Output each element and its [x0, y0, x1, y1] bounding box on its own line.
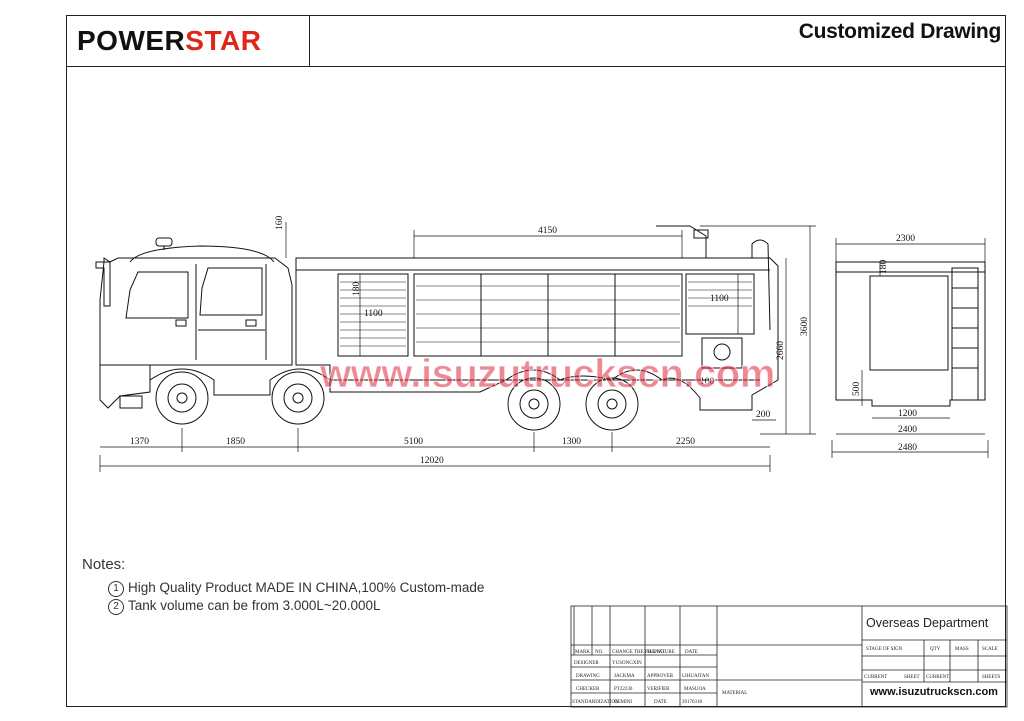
- note-1-text: High Quality Product MADE IN CHINA,100% …: [128, 580, 485, 595]
- tb-designer-name: YUSONGXIN: [612, 661, 642, 666]
- dim-500: 500: [852, 382, 862, 397]
- notes: Notes: 1 High Quality Product MADE IN CHI…: [82, 556, 484, 615]
- dim-3600: 3600: [800, 317, 810, 336]
- page-title: Customized Drawing: [798, 20, 1002, 43]
- mirror: [95, 261, 111, 307]
- cab-roof: [129, 245, 275, 263]
- tb-standard: STANDARDIZATION: [572, 700, 619, 705]
- tb-scale: SCALE: [982, 647, 998, 652]
- wheel-4: [585, 377, 639, 431]
- header-band: POWERSTAR Customized Drawing: [67, 16, 1005, 67]
- tb-material: MATERIAL: [722, 691, 747, 696]
- dim-180-end: 180: [879, 260, 889, 275]
- note-1-number: 1: [108, 581, 124, 597]
- tb-designer: DESIGNER: [574, 661, 599, 666]
- compartment-right: [685, 273, 755, 335]
- wheel-1: [155, 371, 209, 425]
- tb-date-value: 20170318: [682, 700, 703, 705]
- tb-checker: CHECKER: [576, 687, 600, 692]
- drawing-sheet: POWERSTAR Customized Drawing: [66, 15, 1006, 707]
- dim-1200: 1200: [898, 409, 917, 419]
- tb-sheets: SHEETS: [982, 675, 1001, 680]
- note-2-number: 2: [108, 599, 124, 615]
- note-2-text: Tank volume can be from 3.000L~20.000L: [128, 598, 381, 613]
- hand-rail: [751, 239, 771, 331]
- dim-180-left: 180: [352, 282, 362, 297]
- dim-2660: 2660: [776, 341, 786, 360]
- dim-5100: 5100: [404, 437, 423, 447]
- tb-verifier-name: MASUOA: [684, 687, 706, 692]
- watermark: www.isuzutruckscn.com: [320, 352, 776, 397]
- tb-mass: MASS: [955, 647, 969, 652]
- note-1: 1 High Quality Product MADE IN CHINA,100%…: [108, 579, 484, 597]
- wheel-2: [271, 371, 325, 425]
- tb-approver: APPROVER: [647, 674, 674, 679]
- end-ladder: [951, 267, 979, 401]
- tb-date: DATE: [685, 650, 698, 655]
- compartment-left: [337, 273, 409, 357]
- dim-100: 100: [700, 377, 715, 387]
- tb-stage: STAGE OF SIGN: [866, 647, 903, 652]
- dim-2300: 2300: [896, 234, 915, 244]
- tb-sheet: SHEET: [904, 675, 920, 680]
- dim-200: 200: [756, 410, 771, 420]
- end-view: [835, 261, 986, 407]
- dim-1850: 1850: [226, 437, 245, 447]
- tb-checker-name: PT22230: [614, 687, 633, 692]
- tb-signature: SIGNATURE: [647, 650, 675, 655]
- title-block-grid: [570, 605, 1008, 708]
- note-2: 2 Tank volume can be from 3.000L~20.000L: [108, 597, 484, 615]
- logo-text: POWERSTAR: [77, 24, 261, 58]
- tb-approver-name: LIHUAITAN: [682, 674, 709, 679]
- dim-1370: 1370: [130, 437, 149, 447]
- dim-1300: 1300: [562, 437, 581, 447]
- website-link[interactable]: www.isuzutruckscn.com: [870, 686, 998, 698]
- dim-2400: 2400: [898, 425, 917, 435]
- tb-current: CURRENT: [864, 675, 887, 680]
- logo-part2: STAR: [185, 25, 262, 56]
- tb-qty: QTY: [930, 647, 941, 652]
- water-cannon: [656, 225, 707, 258]
- tb-verifier: VERIFIER: [647, 687, 670, 692]
- beacon: [155, 237, 173, 247]
- wheel-3: [507, 377, 561, 431]
- tb-standard-name: GEMINI: [614, 700, 632, 705]
- dim-4150: 4150: [538, 226, 557, 236]
- tb-date2: DATE: [654, 700, 667, 705]
- dim-1100-left: 1100: [364, 309, 383, 319]
- dim-2480: 2480: [898, 443, 917, 453]
- tb-no: NO.: [595, 650, 603, 655]
- tb-drawing-name: JACKMA: [614, 674, 635, 679]
- dim-12020: 12020: [420, 456, 444, 466]
- logo-part1: POWER: [77, 25, 186, 56]
- cab-window-front: [125, 271, 189, 319]
- notes-heading: Notes:: [82, 556, 126, 573]
- department-label: Overseas Department: [866, 616, 989, 630]
- dim-160: 160: [275, 216, 285, 231]
- tb-mark: MARK: [575, 650, 590, 655]
- logo: POWERSTAR: [67, 16, 310, 66]
- tb-current2: CURRENT: [926, 675, 949, 680]
- cab-outline: [99, 257, 293, 366]
- cab-window-door: [199, 267, 263, 316]
- dim-1100-right: 1100: [710, 294, 729, 304]
- pump: [701, 337, 743, 369]
- dim-2250: 2250: [676, 437, 695, 447]
- tb-change: CHANGE THE FILE NO.: [612, 650, 665, 655]
- tb-drawing: DRAWING: [576, 674, 600, 679]
